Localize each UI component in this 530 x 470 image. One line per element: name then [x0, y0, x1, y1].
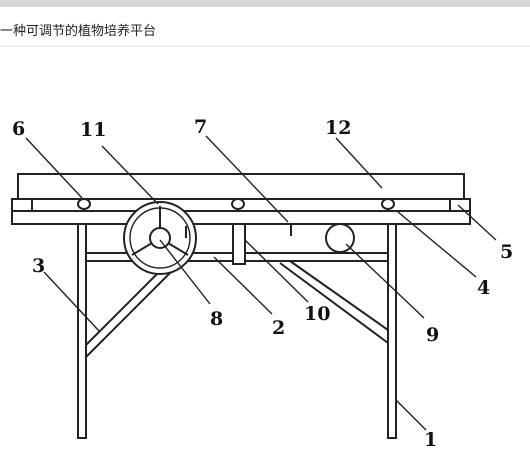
leg-left: [77, 223, 87, 439]
label-6: 6: [12, 118, 25, 140]
label-2: 2: [272, 317, 285, 339]
label-5: 5: [500, 241, 513, 263]
roller-left: [77, 198, 91, 210]
roller-right: [381, 198, 395, 210]
leader-6: [25, 137, 83, 199]
leader-11: [101, 145, 159, 205]
page-title: 一种可调节的植物培养平台: [0, 24, 157, 39]
leader-10: [244, 239, 309, 303]
leader-2: [213, 256, 273, 315]
label-3: 3: [32, 255, 45, 277]
wheel-spoke-right: [167, 242, 189, 256]
label-11: 11: [80, 119, 106, 141]
label-10: 10: [304, 303, 330, 325]
label-1: 1: [424, 429, 437, 451]
brace-right-b: [279, 262, 389, 344]
leg-right: [387, 223, 397, 439]
leader-7: [205, 135, 289, 223]
label-12: 12: [325, 117, 351, 139]
adjusting-post: [232, 223, 246, 265]
leader-4: [397, 211, 477, 278]
top-bar: [0, 0, 530, 7]
leader-3: [43, 271, 101, 333]
label-7: 7: [194, 116, 207, 138]
roller-middle: [231, 198, 245, 210]
leader-12: [335, 137, 383, 189]
leader-9: [345, 243, 425, 319]
title-divider: [0, 46, 530, 47]
brace-right-a: [289, 260, 389, 331]
leader-5: [457, 204, 497, 241]
label-8: 8: [210, 308, 223, 330]
leader-8: [159, 239, 211, 305]
cultivation-tray: [17, 173, 465, 200]
wheel-spoke-left: [131, 242, 153, 256]
brace-left-b: [85, 264, 179, 358]
label-4: 4: [477, 277, 490, 299]
wheel-hub: [149, 227, 171, 249]
label-9: 9: [426, 324, 439, 346]
leader-1: [395, 399, 427, 431]
frame-beam: [11, 210, 471, 225]
